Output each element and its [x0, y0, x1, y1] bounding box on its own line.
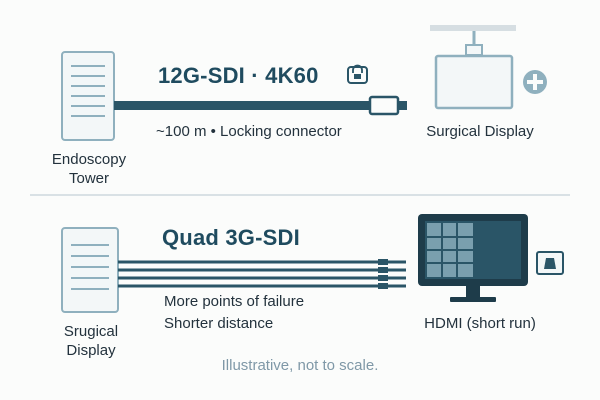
hdmi-port-icon [536, 251, 564, 275]
note-shorter-distance: Shorter distance [164, 315, 274, 332]
hdmi-monitor-icon [418, 214, 528, 302]
source-label-endoscopy-tower: Endoscopy Tower [51, 151, 127, 187]
quad-sdi-cables [118, 259, 406, 289]
link-note-distance: ~100 m • Locking connector [156, 123, 342, 140]
endoscopy-tower-icon [61, 51, 115, 141]
surgical-display-icon [430, 25, 516, 110]
link-title-12g-sdi: 12G-SDI · 4K60 [158, 63, 319, 88]
note-points-of-failure: More points of failure [164, 293, 305, 310]
dest-label-hdmi-short-run: HDMI (short run) [424, 315, 536, 332]
footer-disclaimer: Illustrative, not to scale. [221, 357, 379, 374]
lock-icon [347, 64, 368, 84]
link-title-quad-3g-sdi: Quad 3G-SDI [162, 225, 300, 250]
dest-label-surgical-display: Surgical Display [426, 123, 534, 140]
medical-plus-icon [523, 70, 547, 94]
surgical-display-source-icon [61, 227, 119, 313]
sdi-cable [114, 95, 407, 116]
source-label-surgical-display: Srugical Display [63, 323, 119, 359]
